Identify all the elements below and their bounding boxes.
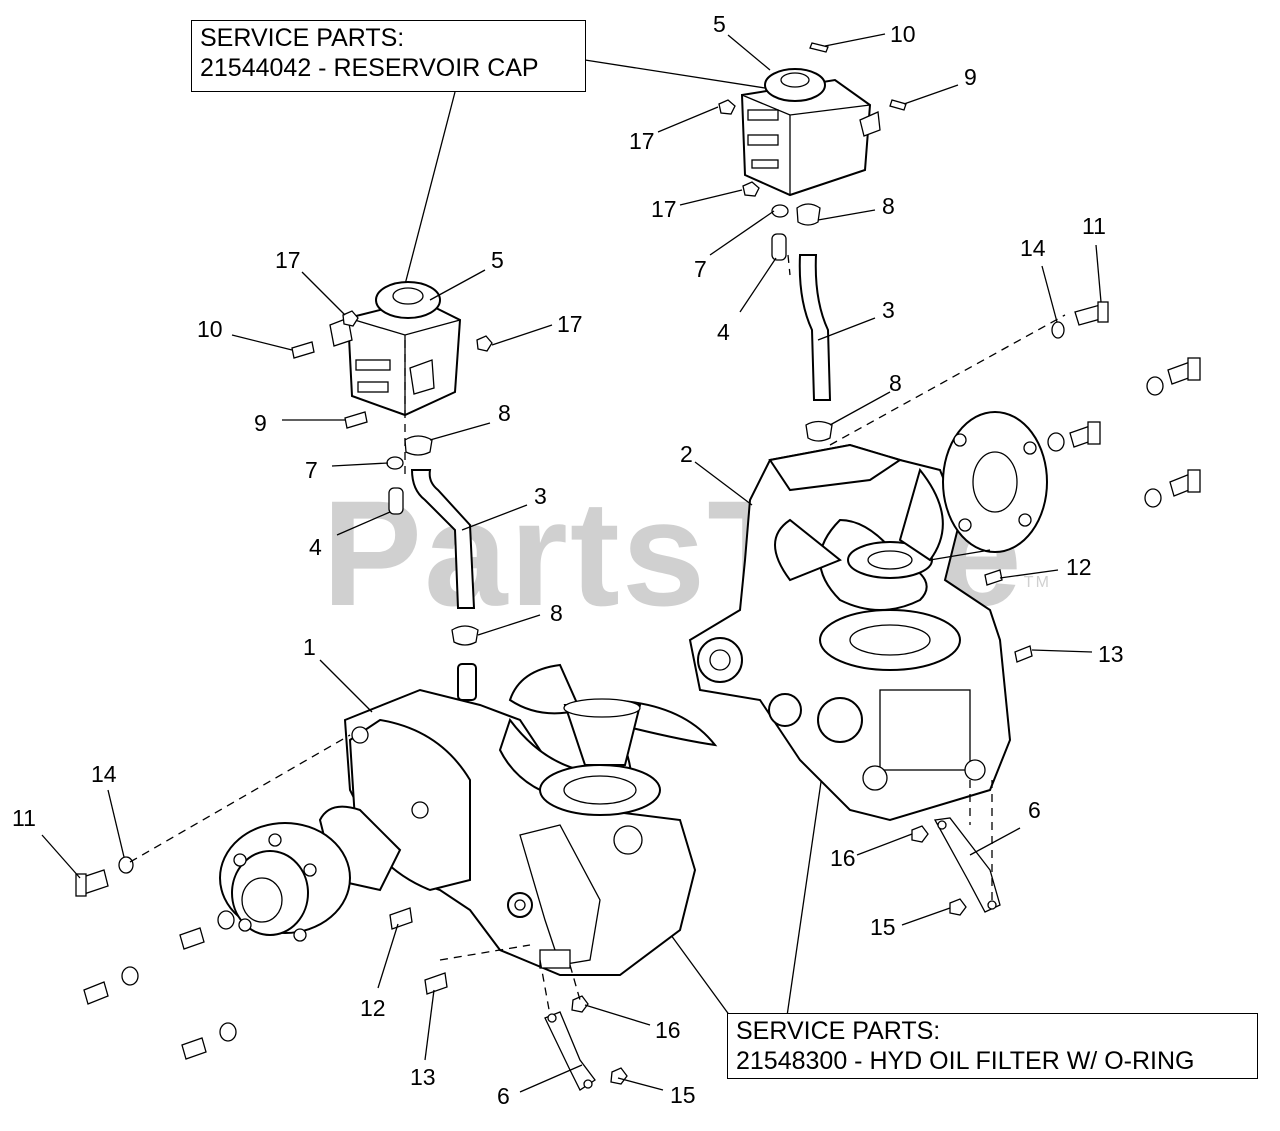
service-box-part: 21548300 - HYD OIL FILTER W/ O-RING — [736, 1047, 1195, 1075]
callout-left-17-top: 17 — [275, 247, 301, 273]
left-bracket-dash-c — [569, 964, 581, 1001]
callout-left-17-side: 17 — [557, 311, 583, 337]
callout-right-7: 7 — [694, 256, 707, 282]
callout-left-11: 11 — [12, 805, 36, 831]
left-transaxle — [219, 663, 718, 976]
left-reservoir — [329, 281, 462, 417]
callout-right-6: 6 — [1028, 797, 1041, 823]
callout-right-14: 14 — [1020, 235, 1046, 261]
left-bracket-dash-b — [539, 959, 551, 1016]
callout-left-5: 5 — [491, 247, 504, 273]
callout-left-8-bottom: 8 — [550, 600, 563, 626]
callout-right-3: 3 — [882, 297, 895, 323]
right-reservoir-dashline — [787, 254, 791, 276]
callout-right-8-top: 8 — [882, 193, 895, 219]
left-bracket-dash-a — [439, 944, 531, 961]
callout-right-8-bottom: 8 — [889, 370, 902, 396]
callouts-right: 5 10 9 17 17 8 7 4 3 11 14 8 2 12 13 6 1… — [629, 11, 1124, 940]
service-box-oil-filter: SERVICE PARTS: 21548300 - HYD OIL FILTER… — [727, 1013, 1258, 1079]
callout-left-10: 10 — [197, 316, 223, 342]
callout-left-14: 14 — [91, 761, 117, 787]
callout-right-2: 2 — [680, 441, 693, 467]
service-box-part: 21544042 - RESERVOIR CAP — [200, 54, 539, 82]
reservoir-cap-leader-left — [401, 91, 456, 297]
callout-left-1: 1 — [303, 634, 316, 660]
right-reservoir — [740, 68, 881, 197]
left-reservoir-fittings — [291, 310, 493, 701]
callout-left-7: 7 — [305, 457, 318, 483]
callout-right-17-top: 17 — [629, 128, 655, 154]
callout-right-16: 16 — [830, 845, 856, 871]
callout-left-13: 13 — [410, 1064, 436, 1090]
right-hardware — [911, 301, 1201, 916]
callout-left-6: 6 — [497, 1083, 510, 1109]
callout-left-3: 3 — [534, 483, 547, 509]
left-axle-dashline — [129, 734, 351, 863]
reservoir-cap-leader-right — [584, 59, 766, 89]
callout-right-9: 9 — [964, 64, 977, 90]
callout-left-4: 4 — [309, 534, 322, 560]
callout-right-15: 15 — [870, 914, 896, 940]
callout-left-16: 16 — [655, 1017, 681, 1043]
callout-right-10: 10 — [890, 21, 916, 47]
service-box-title: SERVICE PARTS: — [200, 24, 405, 52]
service-box-reservoir-cap: SERVICE PARTS: 21544042 - RESERVOIR CAP — [191, 20, 586, 92]
callout-right-5: 5 — [713, 11, 726, 37]
callout-right-13: 13 — [1098, 641, 1124, 667]
callout-left-8-top: 8 — [498, 400, 511, 426]
callouts-left: 1 17 5 10 17 9 8 7 3 4 8 14 11 12 13 16 … — [12, 247, 696, 1109]
right-reservoir-fittings — [718, 42, 907, 442]
callout-left-9: 9 — [254, 410, 267, 436]
callout-right-12: 12 — [1066, 554, 1092, 580]
callout-right-11: 11 — [1082, 213, 1106, 239]
callout-left-15: 15 — [670, 1082, 696, 1108]
right-transaxle — [688, 411, 1048, 822]
service-box-title: SERVICE PARTS: — [736, 1017, 941, 1045]
callout-right-17-bottom: 17 — [651, 196, 677, 222]
left-hardware — [75, 856, 628, 1091]
callout-left-12: 12 — [360, 995, 386, 1021]
right-axle-dashline — [829, 314, 1066, 446]
callout-leaders — [41, 33, 1102, 1093]
callout-right-4: 4 — [717, 319, 730, 345]
